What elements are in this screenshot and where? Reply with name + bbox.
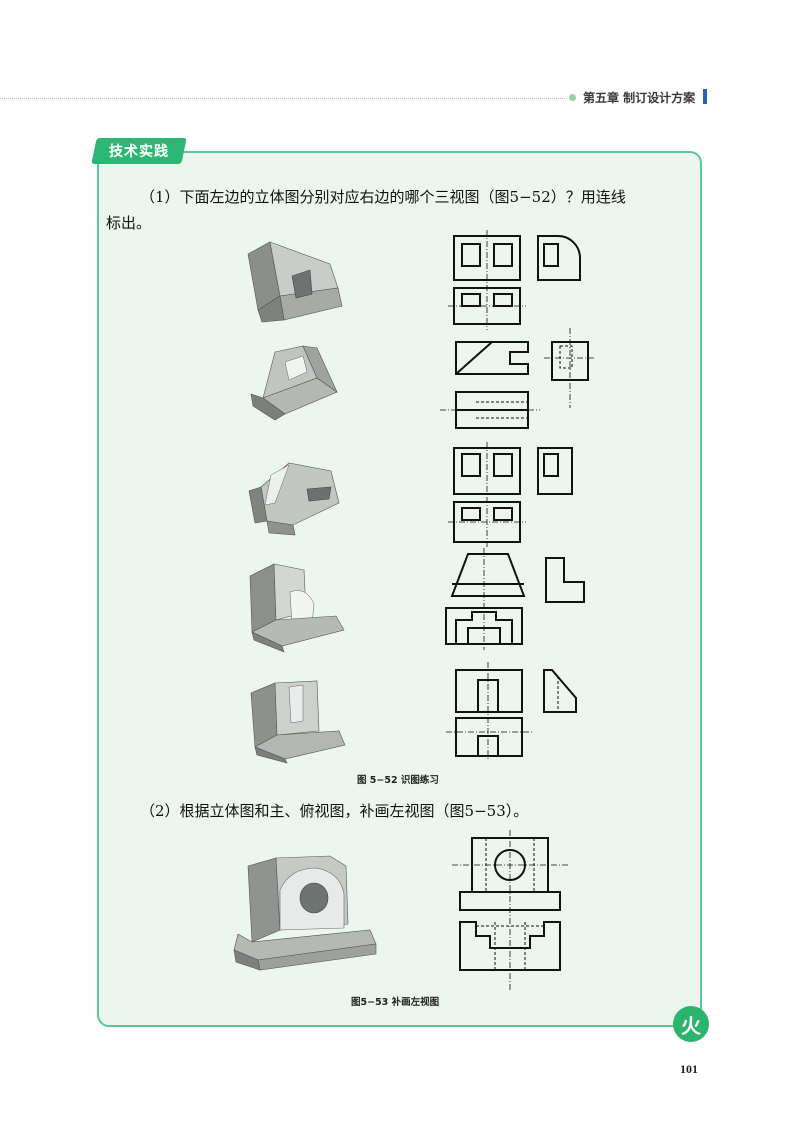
chapter-title: 第五章 制订设计方案 xyxy=(583,91,696,105)
solid-figure-3 xyxy=(245,455,345,540)
chapter-dot xyxy=(569,94,576,101)
flame-icon: 火 xyxy=(673,1006,709,1042)
figure-5-52-caption: 图 5−52 识图练习 xyxy=(357,775,439,786)
chapter-marker xyxy=(703,89,707,104)
question-1-line-2: 标出。 xyxy=(106,214,152,232)
solid-figure-1 xyxy=(240,240,350,325)
question-2-text: （2）根据立体图和主、俯视图，补画左视图（图5−53）。 xyxy=(140,802,529,820)
three-view-d xyxy=(440,548,590,652)
page-number: 101 xyxy=(680,1062,698,1076)
solid-figure-5 xyxy=(245,675,350,765)
three-view-b xyxy=(440,328,600,432)
solid-figure-5-53 xyxy=(230,850,380,975)
section-badge-label: 技术实践 xyxy=(109,144,169,160)
header-rule xyxy=(0,98,565,99)
section-badge: 技术实践 xyxy=(91,138,187,164)
three-view-a xyxy=(448,230,588,332)
figure-5-53-caption: 图5−53 补画左视图 xyxy=(351,997,440,1008)
practice-panel xyxy=(97,151,702,1027)
solid-figure-2 xyxy=(245,342,345,422)
three-view-e xyxy=(440,662,590,762)
three-view-c xyxy=(448,442,588,550)
three-view-5-53 xyxy=(450,830,580,992)
solid-figure-4 xyxy=(240,560,350,655)
question-1-line-1: （1）下面左边的立体图分别对应右边的哪个三视图（图5−52）？用连线 xyxy=(140,188,626,206)
